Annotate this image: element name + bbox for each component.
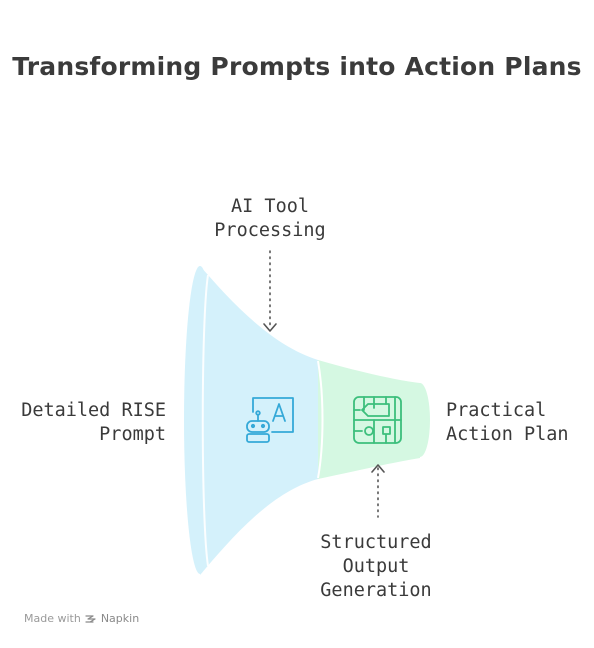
label-structured-output-generation: Structured Output Generation bbox=[320, 532, 432, 601]
made-with-text: Made with bbox=[24, 612, 81, 625]
diagram-title: Transforming Prompts into Action Plans bbox=[12, 52, 582, 81]
funnel-outlet bbox=[410, 383, 430, 457]
arrow-down bbox=[263, 250, 277, 332]
robot-text-icon bbox=[246, 397, 294, 443]
napkin-logo-icon bbox=[85, 614, 96, 623]
funnel-mouth bbox=[184, 266, 216, 574]
label-practical-action-plan: Practical Action Plan bbox=[446, 400, 569, 445]
arrow-up bbox=[371, 464, 385, 518]
napkin-brand: Napkin bbox=[100, 612, 140, 625]
label-detailed-rise-prompt: Detailed RISE Prompt bbox=[21, 400, 166, 445]
label-ai-tool-processing: AI Tool Processing bbox=[214, 196, 326, 241]
made-with-napkin[interactable]: Made with Napkin bbox=[24, 612, 139, 625]
circuit-flowchart-icon bbox=[353, 396, 402, 444]
